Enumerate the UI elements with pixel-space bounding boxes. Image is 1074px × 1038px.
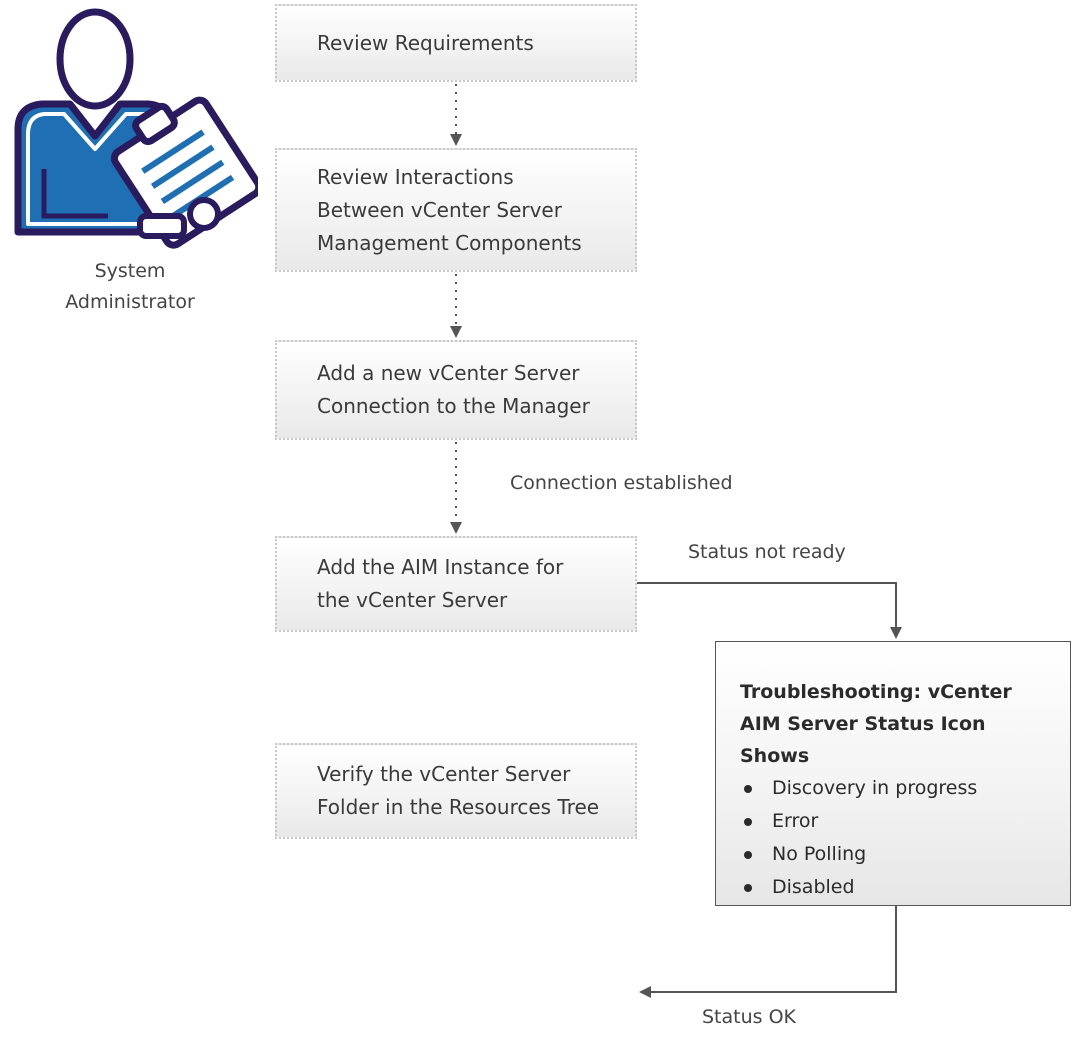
step-label: Review Requirements [317, 30, 534, 55]
status-list: Discovery in progress Error No Polling D… [740, 772, 1060, 904]
step-label: Review Interactions Between vCenter Serv… [317, 164, 582, 255]
status-item: Error [740, 805, 1060, 838]
status-item: No Polling [740, 838, 1060, 871]
edge-label-connection-established: Connection established [510, 472, 733, 494]
troubleshooting-box: Troubleshooting: vCenter AIM Server Stat… [715, 641, 1071, 906]
status-ok-arrow [639, 906, 897, 998]
actor-caption: System Administrator [65, 260, 195, 313]
step-add-vcenter-connection: Add a new vCenter Server Connection to t… [275, 340, 637, 440]
step-review-interactions: Review Interactions Between vCenter Serv… [275, 148, 637, 272]
edge-label-status-ok: Status OK [702, 1006, 796, 1028]
status-item: Disabled [740, 871, 1060, 904]
edge-label-status-not-ready: Status not ready [688, 541, 846, 563]
step-label: Verify the vCenter Server Folder in the … [317, 762, 600, 819]
step-verify-folder: Verify the vCenter Server Folder in the … [275, 743, 637, 839]
step-label: Add the AIM Instance for the vCenter Ser… [317, 555, 564, 612]
status-not-ready-arrow [637, 582, 902, 639]
administrator-with-clipboard-icon [14, 8, 258, 249]
step-review-requirements: Review Requirements [275, 4, 637, 82]
status-item: Discovery in progress [740, 772, 1060, 805]
step-label: Add a new vCenter Server Connection to t… [317, 361, 590, 418]
troubleshooting-title: Troubleshooting: vCenter AIM Server Stat… [740, 681, 1012, 767]
step-add-aim-instance: Add the AIM Instance for the vCenter Ser… [275, 536, 637, 632]
